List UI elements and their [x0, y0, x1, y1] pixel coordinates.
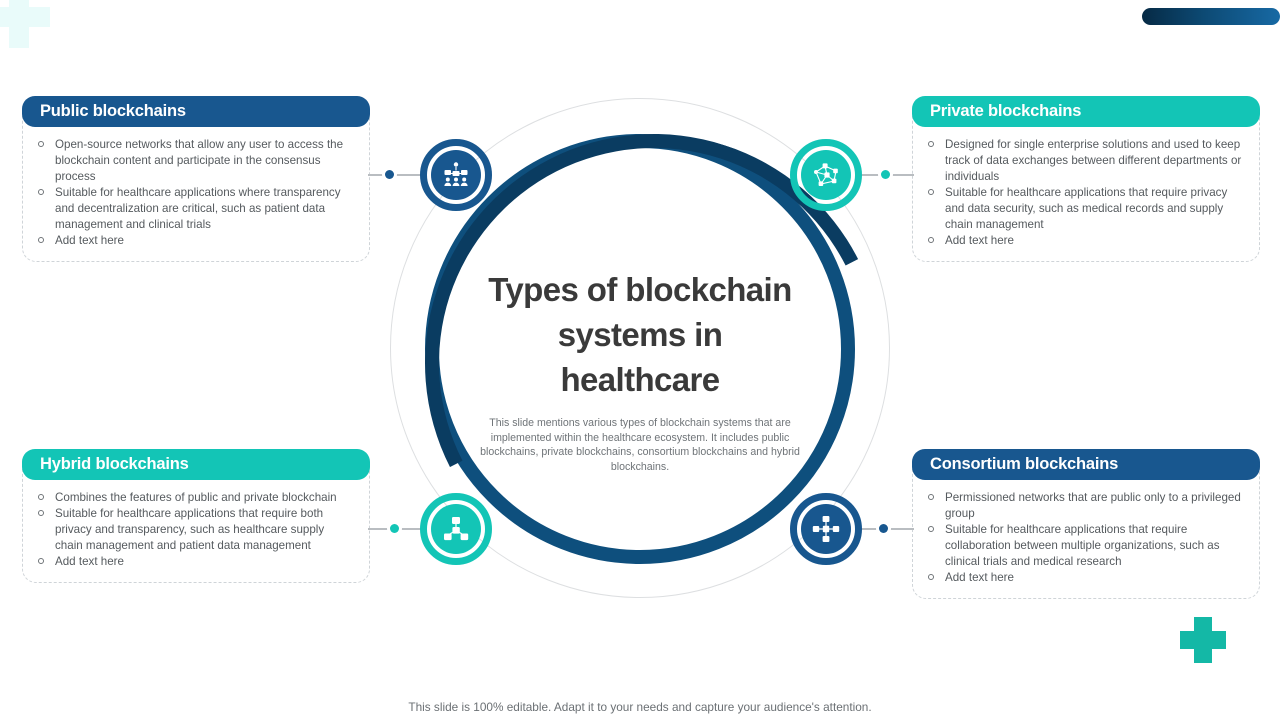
bullet-list-public: Open-source networks that allow any user… [37, 137, 355, 249]
node-graph-icon [814, 163, 838, 186]
card-title-hybrid: Hybrid blockchains [40, 455, 189, 473]
bullet-list-consortium: Permissioned networks that are public on… [927, 490, 1245, 586]
list-item: Designed for single enterprise solutions… [927, 137, 1245, 185]
bullet-marker-icon [38, 189, 44, 195]
card-title-private: Private blockchains [930, 102, 1082, 120]
card-header-public: Public blockchains [22, 96, 370, 127]
bullet-marker-icon [38, 558, 44, 564]
node-disc [431, 150, 481, 200]
node-public-blockchains[interactable] [420, 139, 492, 211]
connector-dot-consortium [876, 521, 891, 536]
people-network-icon [444, 162, 468, 186]
bullet-marker-icon [38, 237, 44, 243]
connector-dot-private [878, 167, 893, 182]
bullet-marker-icon [38, 494, 44, 500]
bullet-marker-icon [928, 141, 934, 147]
three-node-cluster-icon [444, 517, 469, 541]
connector-line-public [368, 174, 426, 176]
node-ring [420, 139, 492, 211]
bullet-marker-icon [928, 237, 934, 243]
bullet-marker-icon [928, 494, 934, 500]
center-text-block: Types of blockchain systems in healthcar… [480, 267, 800, 474]
center-subtitle: This slide mentions various types of blo… [480, 417, 800, 473]
card-body-public: Open-source networks that allow any user… [23, 127, 369, 261]
list-item: Add text here [927, 233, 1245, 249]
bullet-marker-icon [38, 510, 44, 516]
connector-dot-hybrid [387, 521, 402, 536]
node-consortium-blockchains[interactable] [790, 493, 862, 565]
card-body-private: Designed for single enterprise solutions… [913, 127, 1259, 261]
list-item: Suitable for healthcare applications whe… [37, 185, 355, 233]
list-item: Suitable for healthcare applications tha… [927, 185, 1245, 233]
list-item: Suitable for healthcare applications tha… [927, 522, 1245, 570]
card-title-consortium: Consortium blockchains [930, 455, 1119, 473]
list-item: Add text here [927, 570, 1245, 586]
outer-thin-ring [390, 98, 890, 598]
list-item: Permissioned networks that are public on… [927, 490, 1245, 522]
node-ring [790, 493, 862, 565]
card-body-hybrid: Combines the features of public and priv… [23, 480, 369, 582]
bullet-marker-icon [38, 141, 44, 147]
bullet-list-hybrid: Combines the features of public and priv… [37, 490, 355, 570]
medical-cross-decor-topleft-icon [0, 0, 50, 48]
connector-dot-public [382, 167, 397, 182]
list-item: Suitable for healthcare applications tha… [37, 506, 355, 554]
card-public-blockchains[interactable]: Public blockchains Open-source networks … [22, 96, 370, 262]
node-hybrid-blockchains[interactable] [420, 493, 492, 565]
list-item: Add text here [37, 233, 355, 249]
node-disc [801, 504, 851, 554]
central-circle-diagram: Types of blockchain systems in healthcar… [385, 92, 895, 608]
card-private-blockchains[interactable]: Private blockchains Designed for single … [912, 96, 1260, 262]
list-item: Add text here [37, 554, 355, 570]
node-disc [801, 150, 851, 200]
node-private-blockchains[interactable] [790, 139, 862, 211]
cross-node-network-icon [812, 516, 840, 542]
card-header-consortium: Consortium blockchains [912, 449, 1260, 480]
bullet-marker-icon [928, 526, 934, 532]
bullet-marker-icon [928, 189, 934, 195]
card-header-hybrid: Hybrid blockchains [22, 449, 370, 480]
top-right-accent-bar [1142, 8, 1280, 25]
medical-cross-decor-bottomright-icon [1180, 617, 1226, 663]
node-ring [420, 493, 492, 565]
card-consortium-blockchains[interactable]: Consortium blockchains Permissioned netw… [912, 449, 1260, 599]
card-title-public: Public blockchains [40, 102, 186, 120]
list-item: Open-source networks that allow any user… [37, 137, 355, 185]
list-item: Combines the features of public and priv… [37, 490, 355, 506]
node-disc [431, 504, 481, 554]
bullet-list-private: Designed for single enterprise solutions… [927, 137, 1245, 249]
bullet-marker-icon [928, 574, 934, 580]
page-title: Types of blockchain systems in healthcar… [488, 271, 792, 398]
card-header-private: Private blockchains [912, 96, 1260, 127]
card-body-consortium: Permissioned networks that are public on… [913, 480, 1259, 598]
card-hybrid-blockchains[interactable]: Hybrid blockchains Combines the features… [22, 449, 370, 583]
footer-note: This slide is 100% editable. Adapt it to… [408, 700, 872, 714]
node-ring [790, 139, 862, 211]
